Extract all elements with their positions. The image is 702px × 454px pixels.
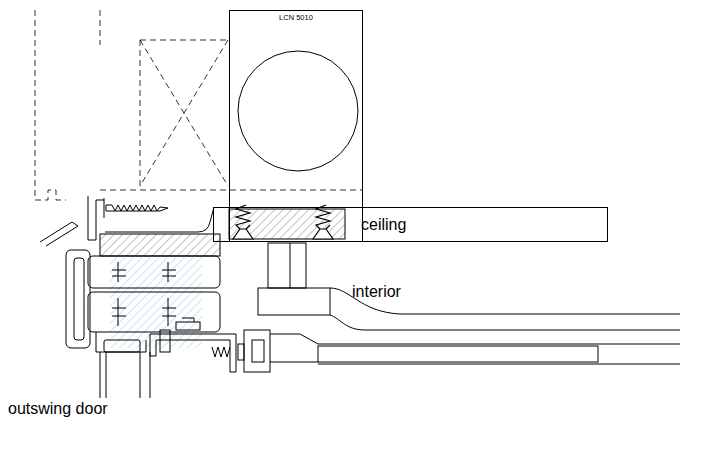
arm-bracket (150, 318, 236, 372)
wood-blocking (100, 234, 220, 256)
node-text: LCN 5010 (279, 14, 313, 22)
annotation-label: interior (352, 283, 401, 301)
countersunk-screws (233, 205, 333, 239)
wood-screw (104, 198, 168, 218)
machine-screw (212, 344, 244, 360)
ceiling-band: ceiling (213, 207, 608, 242)
node-text: ceiling (361, 216, 406, 234)
annotation-label: outswing door (8, 400, 108, 418)
closer-cylinder (238, 51, 358, 171)
head-flashing (40, 196, 104, 246)
existing-framing (35, 10, 363, 200)
closer-arm (244, 330, 680, 372)
door-leaf (100, 352, 150, 398)
frame-profiles (66, 250, 220, 352)
head-profile (105, 207, 214, 232)
closer-shoe (258, 243, 680, 330)
